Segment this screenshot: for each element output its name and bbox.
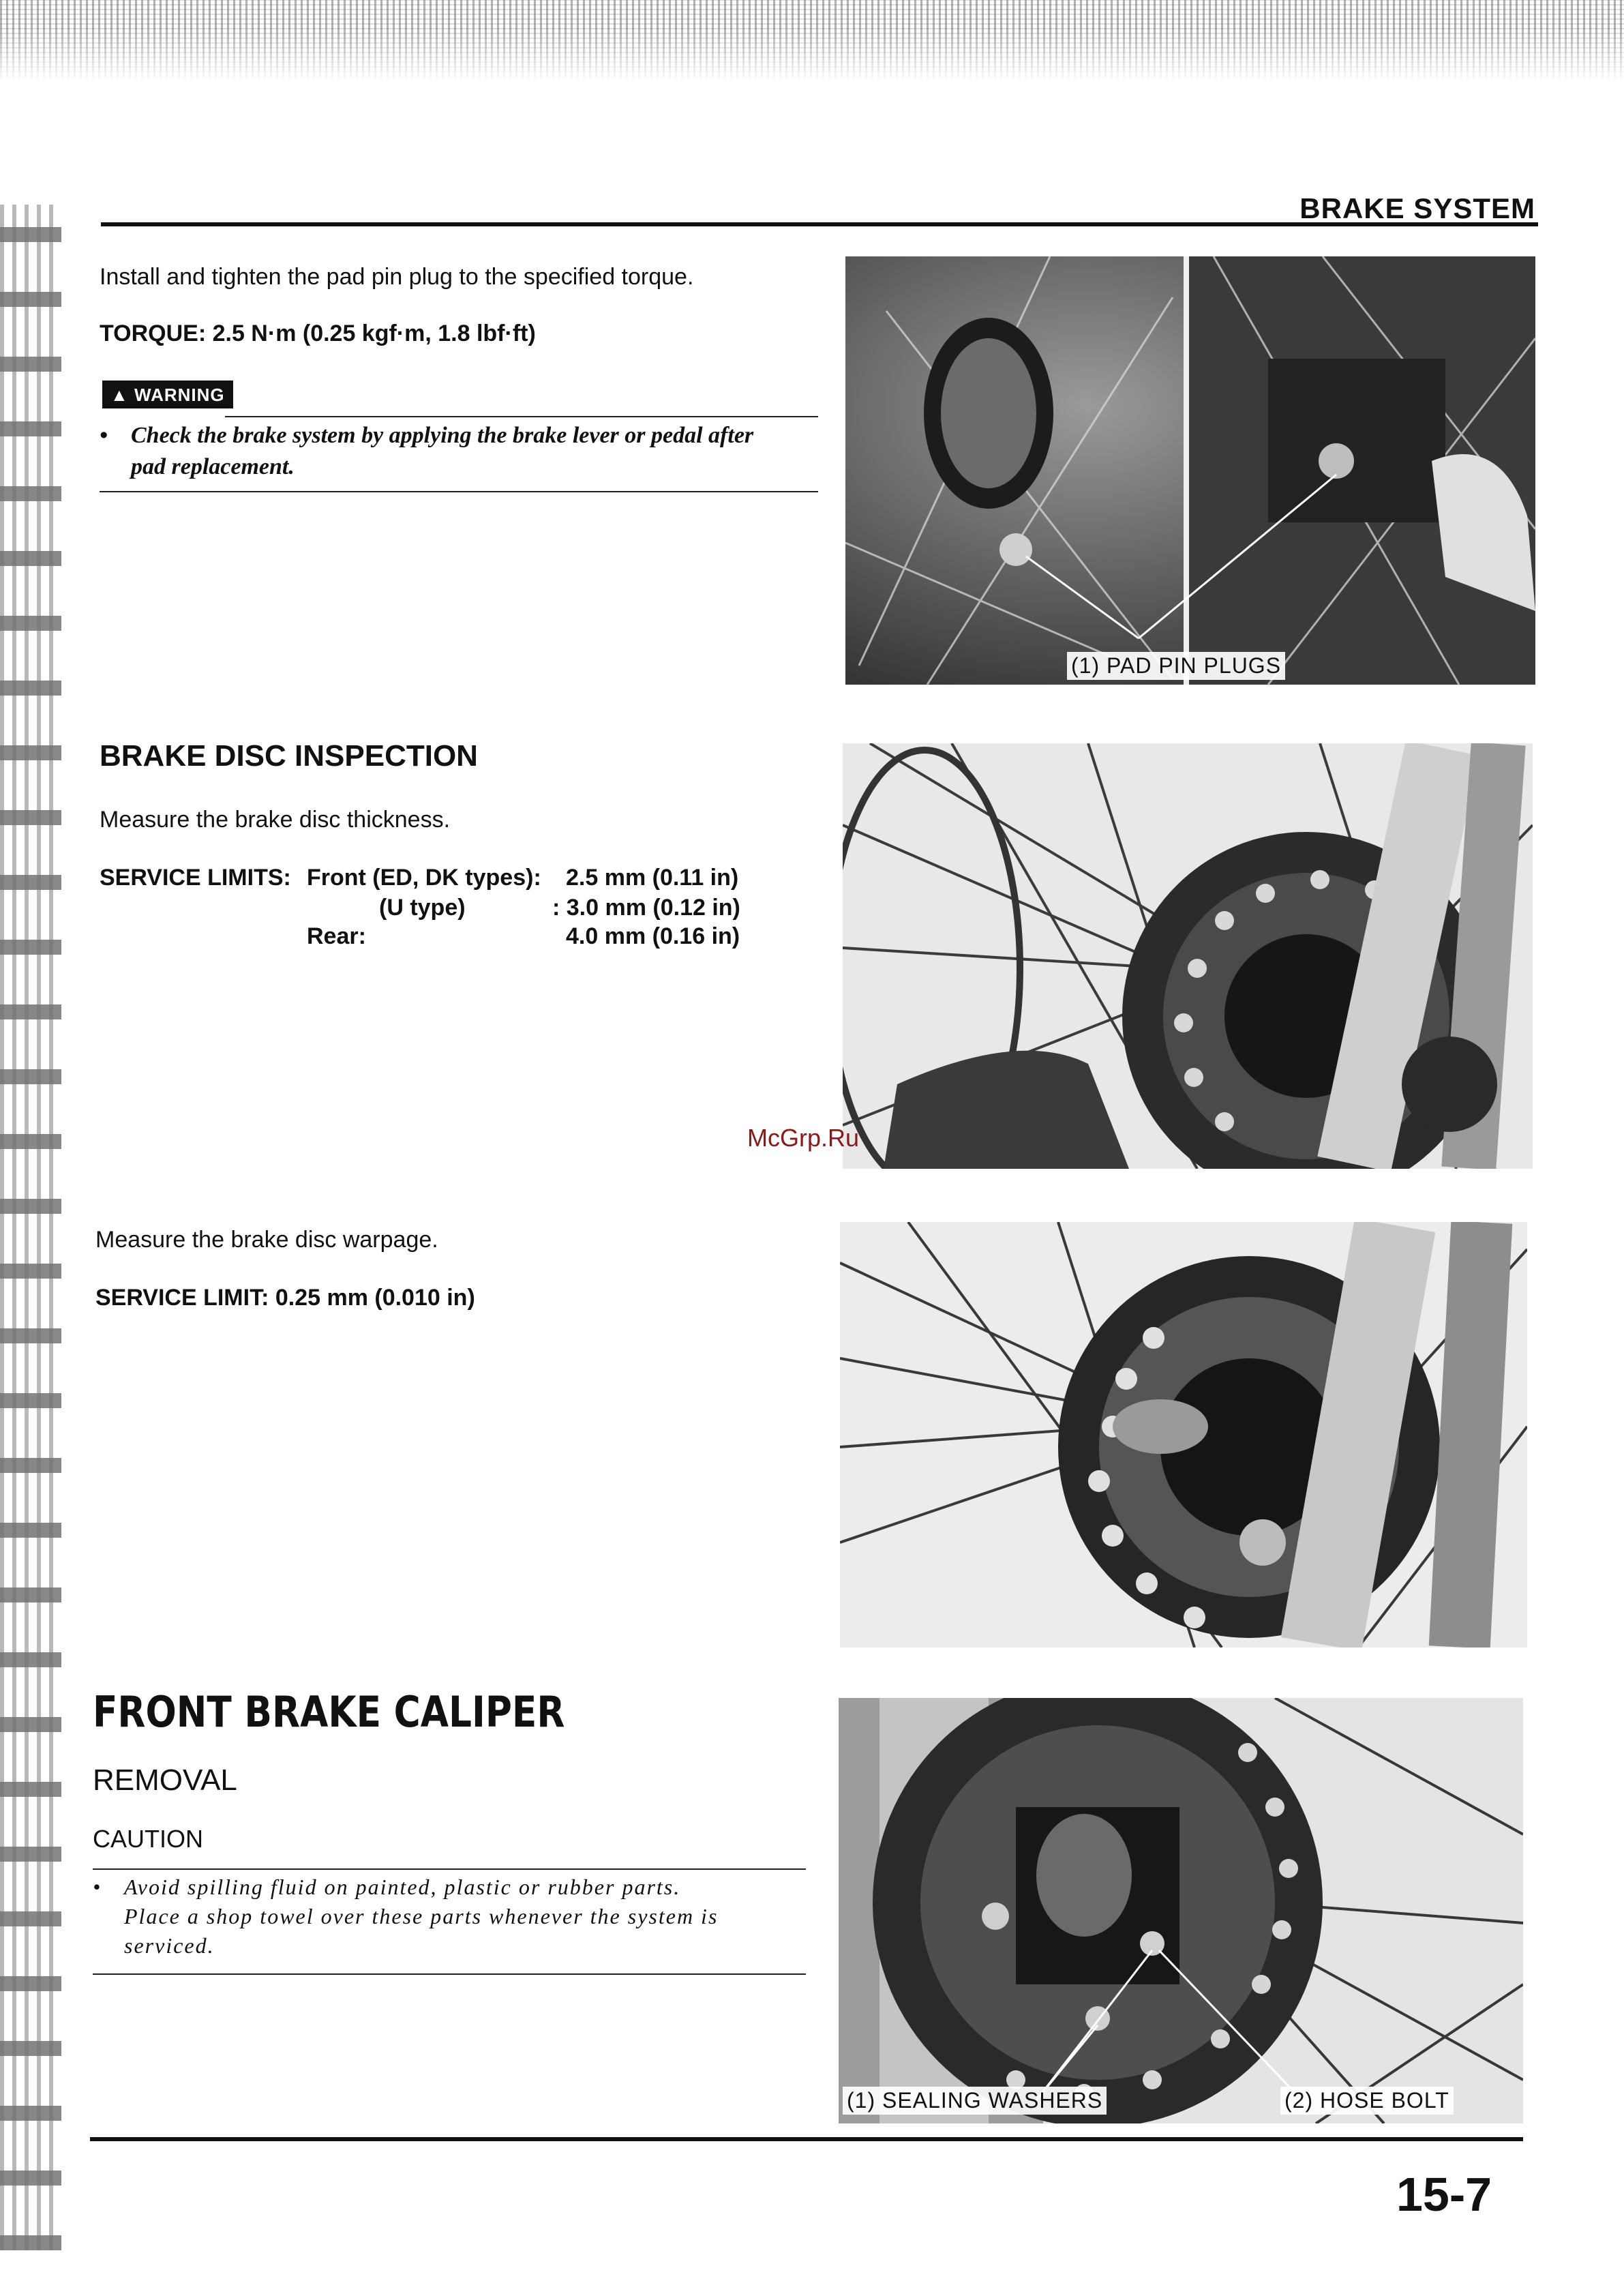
- caption-pad-pin-plugs: (1) PAD PIN PLUGS: [1067, 652, 1286, 680]
- service-limits-label: SERVICE LIMITS:: [100, 865, 291, 891]
- caution-bullet: •: [93, 1875, 102, 1899]
- warning-rule-top: [225, 416, 818, 417]
- warning-rule-bottom: [100, 491, 818, 492]
- caution-text: Avoid spilling fluid on painted, plastic…: [124, 1873, 813, 1961]
- photo-disc-thickness: [843, 743, 1533, 1169]
- warning-label: WARNING: [134, 385, 225, 405]
- pad-pin-instruction: Install and tighten the pad pin plug to …: [100, 264, 694, 290]
- caution-label: CAUTION: [93, 1825, 203, 1853]
- torque-spec: TORQUE: 2.5 N·m (0.25 kgf·m, 1.8 lbf·ft): [100, 320, 536, 346]
- limit-u-type-label: (U type): [379, 895, 466, 921]
- warning-text: Check the brake system by applying the b…: [131, 420, 826, 483]
- limit-rear-value: 4.0 mm (0.16 in): [566, 923, 740, 949]
- caution-rule-bottom: [93, 1973, 806, 1975]
- watermark: McGrp.Ru: [747, 1124, 860, 1152]
- section-header: BRAKE SYSTEM: [1299, 192, 1535, 224]
- warning-text-line-2: pad replacement.: [131, 453, 295, 479]
- caption-hose-bolt: (2) HOSE BOLT: [1280, 2087, 1454, 2115]
- limit-u-type-value: : 3.0 mm (0.12 in): [552, 895, 740, 921]
- photo-disc-warpage: [840, 1222, 1527, 1648]
- front-caliper-title: FRONT BRAKE CALIPER: [93, 1687, 565, 1737]
- caution-text-line-1: Avoid spilling fluid on painted, plastic…: [124, 1875, 681, 1899]
- warpage-limit: SERVICE LIMIT: 0.25 mm (0.010 in): [95, 1285, 475, 1311]
- scan-noise-left-edge: [0, 205, 61, 2250]
- caption-sealing-washers: (1) SEALING WASHERS: [843, 2087, 1107, 2115]
- removal-subtitle: REMOVAL: [93, 1763, 237, 1797]
- disc-inspection-title: BRAKE DISC INSPECTION: [100, 739, 478, 773]
- photo-caliper-removal: [839, 1698, 1523, 2123]
- photo-pad-pin-plugs: [845, 256, 1535, 685]
- limit-rear-label: Rear:: [307, 923, 366, 949]
- scan-noise-top: [0, 0, 1624, 82]
- warning-triangle-icon: ▲: [110, 385, 129, 405]
- footer-rule: [90, 2137, 1523, 2141]
- limit-front-value: 2.5 mm (0.11 in): [566, 865, 739, 891]
- page-number: 15-7: [1396, 2168, 1492, 2221]
- disc-warpage-instruction: Measure the brake disc warpage.: [95, 1227, 438, 1253]
- caution-text-line-3: serviced.: [124, 1933, 215, 1958]
- warning-badge: ▲ WARNING: [102, 381, 233, 408]
- warning-bullet: •: [100, 423, 108, 448]
- caution-text-line-2: Place a shop towel over these parts when…: [124, 1904, 719, 1929]
- limit-front-label: Front (ED, DK types):: [307, 865, 541, 891]
- caution-rule-top: [93, 1868, 806, 1870]
- disc-thickness-instruction: Measure the brake disc thickness.: [100, 807, 451, 833]
- warning-text-line-1: Check the brake system by applying the b…: [131, 423, 754, 448]
- header-rule: [101, 222, 1538, 226]
